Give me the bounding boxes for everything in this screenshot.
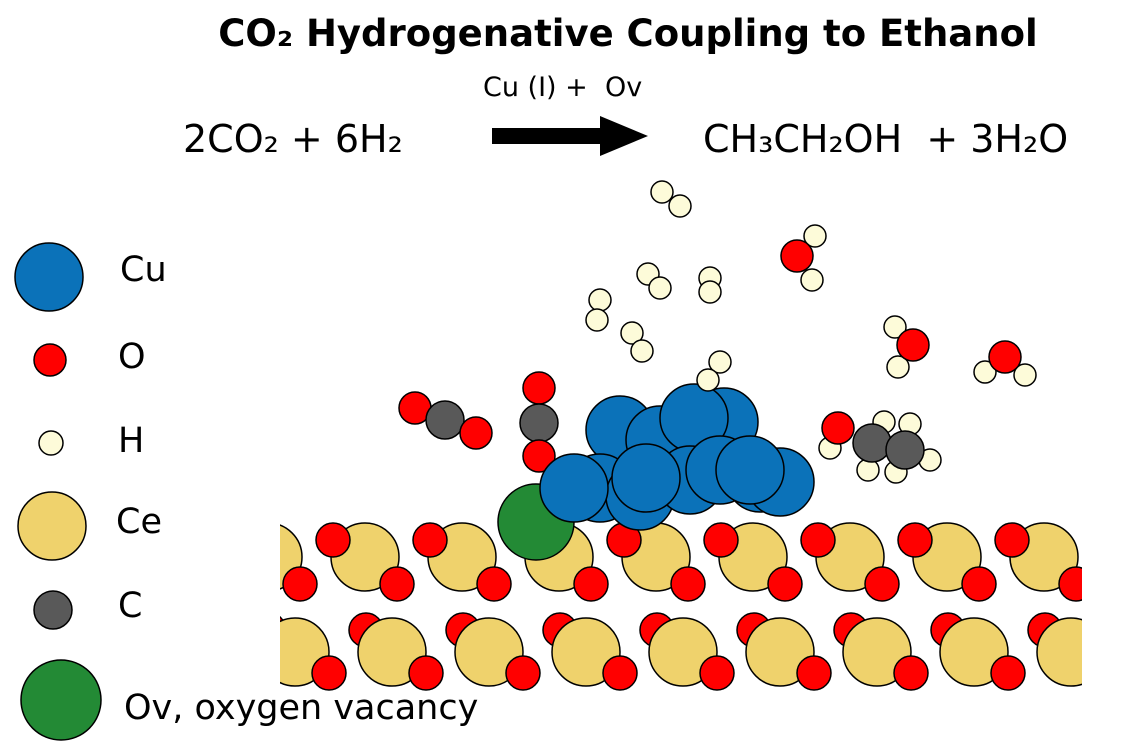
oxygen-atom bbox=[522, 439, 556, 473]
oxygen-atom bbox=[821, 411, 855, 445]
hydrogen-atom bbox=[588, 288, 612, 312]
hydrogen-atom bbox=[973, 360, 997, 384]
c-legend-icon bbox=[33, 590, 73, 630]
oxygen-atom bbox=[896, 328, 930, 362]
oxygen-atom bbox=[699, 655, 735, 691]
oxygen-atom bbox=[1092, 523, 1126, 557]
legend-label-o: O bbox=[118, 337, 146, 377]
oxygen-atom bbox=[780, 239, 814, 273]
equation-catalyst: Cu (I) + Ov bbox=[483, 72, 643, 103]
ceria-surface bbox=[219, 522, 1139, 691]
hydrogen-atom bbox=[803, 224, 827, 248]
oxygen-atom bbox=[1058, 566, 1082, 602]
hydrogen-atom bbox=[630, 339, 654, 363]
legend-icons bbox=[14, 242, 102, 741]
oxygen-atom bbox=[670, 566, 706, 602]
oxygen-atom bbox=[282, 566, 318, 602]
hydrogen-atom bbox=[708, 350, 732, 374]
legend-label-ce: Ce bbox=[116, 502, 162, 542]
carbon-atom bbox=[519, 403, 559, 443]
gas-phase-molecules bbox=[585, 180, 1037, 484]
carbon-atom bbox=[852, 423, 892, 463]
oxygen-atom bbox=[459, 416, 493, 450]
equation-reactants: 2CO₂ + 6H₂ bbox=[183, 117, 403, 161]
hydrogen-atom bbox=[698, 280, 722, 304]
legend-label-ov: Ov, oxygen vacancy bbox=[124, 688, 479, 728]
hydrogen-atom bbox=[668, 194, 692, 218]
hydrogen-atom bbox=[886, 355, 910, 379]
oxygen-atom bbox=[505, 655, 541, 691]
carbon-atom bbox=[425, 400, 465, 440]
oxygen-atom bbox=[988, 340, 1022, 374]
oxygen-atom bbox=[1125, 613, 1139, 647]
cu-cluster bbox=[539, 383, 815, 531]
copper-atom bbox=[611, 443, 681, 513]
cerium-atom bbox=[1134, 618, 1139, 686]
oxygen-atom bbox=[379, 566, 415, 602]
copper-atom bbox=[715, 435, 785, 505]
hydrogen-atom bbox=[800, 268, 824, 292]
oxygen-atom bbox=[408, 655, 444, 691]
oxygen-atom bbox=[219, 523, 253, 557]
adsorbate-molecules bbox=[398, 371, 559, 473]
oxygen-atom bbox=[522, 371, 556, 405]
oxygen-atom bbox=[1088, 656, 1122, 690]
diagram-title: CO₂ Hydrogenative Coupling to Ethanol bbox=[218, 12, 1038, 55]
reaction-arrow bbox=[492, 116, 648, 156]
ce-legend-icon bbox=[17, 491, 87, 561]
cerium-atom bbox=[1036, 617, 1082, 687]
oxygen-atom bbox=[311, 655, 347, 691]
oxygen-atom bbox=[796, 655, 832, 691]
carbon-atom bbox=[885, 430, 925, 470]
cerium-atom bbox=[1107, 523, 1139, 591]
hydrogen-atom bbox=[696, 368, 720, 392]
legend-label-cu: Cu bbox=[120, 250, 167, 290]
hydrogen-atom bbox=[883, 315, 907, 339]
cu-legend-icon bbox=[14, 242, 84, 312]
oxygen-atom bbox=[990, 655, 1026, 691]
h-legend-icon bbox=[38, 430, 64, 456]
oxygen-atom bbox=[315, 522, 351, 558]
oxygen-atom bbox=[703, 522, 739, 558]
oxygen-atom bbox=[893, 655, 929, 691]
hydrogen-atom bbox=[650, 180, 674, 204]
oxygen-atom bbox=[864, 566, 900, 602]
oxygen-atom bbox=[961, 566, 997, 602]
ov-legend-icon bbox=[20, 659, 102, 741]
hydrogen-atom bbox=[648, 276, 672, 300]
hydrogen-atom bbox=[1013, 363, 1037, 387]
o-legend-icon bbox=[33, 343, 67, 377]
oxygen-atom bbox=[412, 522, 448, 558]
oxygen-atom bbox=[994, 522, 1030, 558]
equation-products: CH₃CH₂OH + 3H₂O bbox=[703, 117, 1069, 161]
oxygen-atom bbox=[602, 655, 638, 691]
hydrogen-atom bbox=[585, 308, 609, 332]
legend-label-h: H bbox=[118, 421, 145, 461]
oxygen-atom bbox=[897, 522, 933, 558]
oxygen-atom bbox=[767, 566, 803, 602]
oxygen-atom bbox=[800, 522, 836, 558]
hydrogen-atom bbox=[620, 321, 644, 345]
oxygen-atom bbox=[476, 566, 512, 602]
oxygen-atom bbox=[573, 566, 609, 602]
legend-label-c: C bbox=[118, 586, 143, 626]
copper-atom bbox=[539, 453, 609, 523]
